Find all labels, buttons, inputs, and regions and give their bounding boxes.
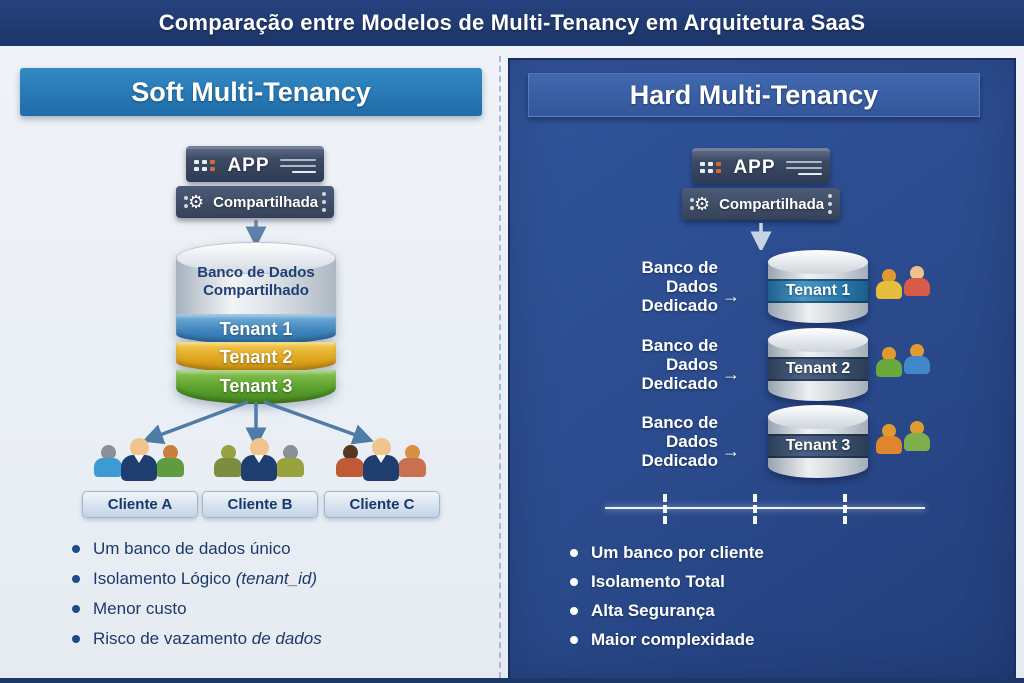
person-icon — [276, 445, 304, 477]
person-icon — [876, 269, 902, 299]
bullet-icon — [72, 635, 80, 643]
person-icon — [398, 445, 426, 477]
person-icon — [363, 438, 399, 481]
shared-database-cylinder: Banco de Dados Compartilhado Tenant 1 Te… — [176, 242, 336, 408]
right-app-server: APP — [692, 148, 830, 184]
separator-tick — [663, 494, 667, 524]
cylinder-top — [176, 242, 336, 274]
client-a-label: Cliente A — [82, 491, 198, 518]
person-icon — [156, 445, 184, 477]
arrow-right-icon: → — [722, 441, 740, 461]
dedicated-db-label: Banco de Dados Dedicado — [641, 258, 718, 315]
tenant3-band: Tenant 3 — [176, 370, 336, 404]
hard-panel-title: Hard Multi-Tenancy — [528, 73, 980, 117]
dots-icon — [828, 194, 832, 214]
list-item: Maior complexidade — [570, 629, 990, 651]
left-shared-layer: ⚙ Compartilhada — [176, 186, 334, 218]
dedicated-db-row-2: Banco de Dados Dedicado → Tenant 2 — [570, 328, 990, 406]
list-item: Isolamento Lógico (tenant_id) — [72, 568, 482, 590]
tenant2-band: Tenant 2 — [768, 357, 868, 381]
list-item: Um banco de dados único — [72, 538, 482, 560]
separator-tick — [843, 494, 847, 524]
client-b-group: Cliente B — [202, 438, 318, 518]
client-b-label: Cliente B — [202, 491, 318, 518]
server-leds-icon — [700, 162, 721, 173]
left-app-label: APP — [227, 154, 270, 176]
dots-icon — [690, 198, 694, 210]
client-c-group: Cliente C — [324, 438, 440, 518]
person-icon — [214, 445, 242, 477]
dots-icon — [322, 192, 326, 212]
right-app-label: APP — [733, 156, 776, 178]
client-c-label: Cliente C — [324, 491, 440, 518]
person-icon — [904, 266, 930, 296]
right-shared-label: Compartilhada — [719, 195, 825, 213]
person-icon — [904, 421, 930, 451]
server-vents-icon — [280, 158, 316, 173]
tenant3-band: Tenant 3 — [768, 434, 868, 458]
list-item: Um banco por cliente — [570, 542, 990, 564]
list-item: Risco de vazamento de dados — [72, 628, 482, 650]
fanout-arrows-icon — [142, 400, 374, 446]
bullet-icon — [570, 578, 578, 586]
page-title: Comparação entre Modelos de Multi-Tenanc… — [0, 0, 1024, 46]
list-item: Menor custo — [72, 598, 482, 620]
users-group-icon — [876, 342, 940, 392]
users-group-icon — [876, 419, 940, 469]
database-cylinder: Tenant 1 — [768, 250, 868, 326]
soft-panel-title: Soft Multi-Tenancy — [20, 68, 482, 116]
person-icon — [904, 344, 930, 374]
separator-tick — [753, 494, 757, 524]
bullet-icon — [72, 575, 80, 583]
users-group-icon — [334, 438, 430, 490]
down-arrow-icon — [245, 220, 267, 245]
list-item: Isolamento Total — [570, 571, 990, 593]
gear-icon: ⚙ — [188, 192, 205, 212]
dots-icon — [184, 196, 188, 208]
users-group-icon — [92, 438, 188, 490]
tenant1-band: Tenant 1 — [768, 279, 868, 303]
arrow-right-icon: → — [722, 364, 740, 384]
bullet-icon — [72, 605, 80, 613]
database-cylinder: Tenant 2 — [768, 328, 868, 404]
bottom-border — [0, 678, 1024, 683]
tenant2-band: Tenant 2 — [176, 342, 336, 372]
down-arrow-icon — [750, 223, 772, 250]
client-a-group: Cliente A — [82, 438, 198, 518]
left-app-server: APP — [186, 146, 324, 182]
panel-divider — [499, 56, 501, 678]
person-icon — [876, 424, 902, 454]
dedicated-db-row-3: Banco de Dados Dedicado → Tenant 3 — [570, 405, 990, 483]
person-icon — [94, 445, 122, 477]
gear-icon: ⚙ — [694, 194, 711, 214]
bullet-icon — [72, 545, 80, 553]
dedicated-db-label: Banco de Dados Dedicado — [641, 336, 718, 393]
list-item: Alta Segurança — [570, 600, 990, 622]
dedicated-db-label: Banco de Dados Dedicado — [641, 413, 718, 470]
soft-bullet-list: Um banco de dados único Isolamento Lógic… — [72, 538, 482, 658]
server-vents-icon — [786, 160, 822, 175]
bullet-icon — [570, 549, 578, 557]
database-cylinder: Tenant 3 — [768, 405, 868, 481]
separator-line — [605, 507, 925, 509]
person-icon — [876, 347, 902, 377]
shared-db-title: Banco de Dados Compartilhado — [197, 264, 315, 299]
server-leds-icon — [194, 160, 215, 171]
bullet-icon — [570, 636, 578, 644]
users-group-icon — [876, 264, 940, 314]
left-shared-label: Compartilhada — [213, 193, 319, 211]
person-icon — [336, 445, 364, 477]
users-group-icon — [212, 438, 308, 490]
right-shared-layer: ⚙ Compartilhada — [682, 188, 840, 220]
bullet-icon — [570, 607, 578, 615]
dedicated-db-row-1: Banco de Dados Dedicado → Tenant 1 — [570, 250, 990, 328]
tenant1-band: Tenant 1 — [176, 314, 336, 344]
person-icon — [241, 438, 277, 481]
hard-panel: Hard Multi-Tenancy APP ⚙ Compartilhada B… — [508, 58, 1016, 683]
arrow-right-icon: → — [722, 286, 740, 306]
person-icon — [121, 438, 157, 481]
hard-bullet-list: Um banco por cliente Isolamento Total Al… — [570, 542, 990, 658]
